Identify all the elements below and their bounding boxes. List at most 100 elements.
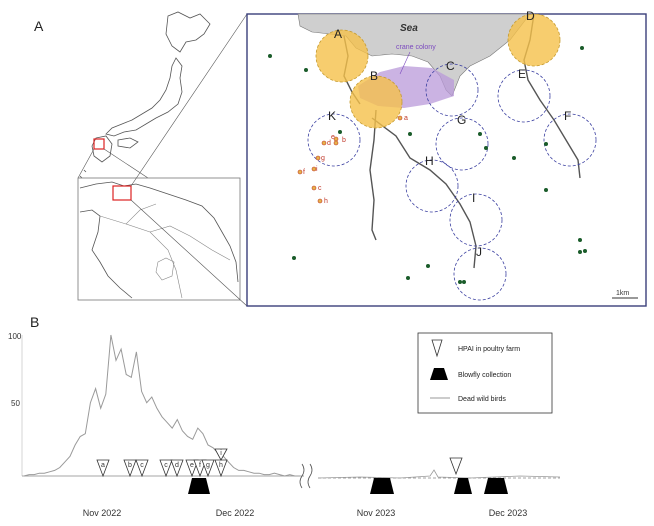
japan-honshu xyxy=(105,57,183,137)
hpai-triangle-label: g xyxy=(206,462,210,469)
hpai-triangle xyxy=(201,459,215,478)
river-2 xyxy=(369,109,377,241)
zone-b-circle xyxy=(349,75,403,129)
site-dot xyxy=(578,238,582,242)
chart-legend: HPAI in poultry farm Blowfly collection … xyxy=(417,332,553,414)
zoom-line-3 xyxy=(130,13,248,187)
site-dot xyxy=(580,46,584,50)
zone-letter-h: H xyxy=(425,154,434,168)
zoom-line-4 xyxy=(130,199,248,307)
hpai-triangle xyxy=(170,459,184,478)
farm-label-h: h xyxy=(324,198,328,205)
overview-highlight-box xyxy=(93,138,105,150)
farm-label-i: i xyxy=(316,166,318,173)
detail-map: Sea crane colony A B C D E F G H I J K xyxy=(246,9,647,307)
farm-marker xyxy=(297,169,303,175)
farm-label-a: a xyxy=(404,115,408,122)
hpai-triangles xyxy=(96,448,463,478)
zone-letter-i: I xyxy=(472,191,475,205)
zone-letter-a: A xyxy=(334,27,342,41)
zoom-line-1 xyxy=(103,148,149,179)
site-dot xyxy=(512,156,516,160)
legend-hpai-label: HPAI in poultry farm xyxy=(458,346,520,353)
x-label-nov-2022: Nov 2022 xyxy=(83,508,122,518)
hpai-triangle xyxy=(185,459,199,478)
crane-colony-pointer xyxy=(399,51,411,75)
inset-prefecture-lines xyxy=(99,203,231,299)
zone-letter-j: J xyxy=(476,245,482,259)
site-dot xyxy=(338,130,342,134)
hpai-triangle-label: i xyxy=(220,450,222,457)
site-dot xyxy=(544,142,548,146)
farm-marker xyxy=(321,140,327,146)
crane-colony-label: crane colony xyxy=(396,44,436,51)
site-dot xyxy=(544,188,548,192)
zone-letter-k: K xyxy=(328,109,336,123)
hpai-triangle xyxy=(449,457,463,476)
hpai-triangle xyxy=(159,459,173,478)
site-dot xyxy=(426,264,430,268)
hpai-triangle xyxy=(193,459,207,478)
site-dot xyxy=(484,146,488,150)
x-label-dec-2023: Dec 2023 xyxy=(489,508,528,518)
site-dot xyxy=(408,132,412,136)
site-dot xyxy=(268,54,272,58)
hpai-triangle-label: b xyxy=(128,462,132,469)
inset-highlight-box xyxy=(112,185,132,201)
dead-wild-birds-line xyxy=(23,334,300,477)
x-label-dec-2022: Dec 2022 xyxy=(216,508,255,518)
regional-inset-map xyxy=(77,177,241,301)
inset-coastline xyxy=(79,181,239,299)
zone-g-circle xyxy=(435,117,489,171)
hpai-triangle-label: d xyxy=(175,462,179,469)
site-dot xyxy=(292,256,296,260)
sea-label: Sea xyxy=(400,23,418,34)
blowfly-collection-marker xyxy=(370,478,394,494)
dead-wild-birds-line-2023 xyxy=(317,469,561,479)
site-dot xyxy=(458,280,462,284)
zone-letter-e: E xyxy=(518,67,526,81)
zone-h-circle xyxy=(405,159,459,213)
japan-okinawa-islands xyxy=(79,169,87,179)
site-dots xyxy=(268,46,587,284)
zone-c-circle xyxy=(425,63,479,117)
blowfly-collection-marker xyxy=(454,478,472,494)
hpai-triangle xyxy=(123,459,137,478)
farm-label-g: g xyxy=(321,155,325,162)
farm-label-b: b xyxy=(342,137,346,144)
farm-label-e: e xyxy=(331,134,335,141)
zone-j-circle xyxy=(453,247,507,301)
axis-break-mark xyxy=(299,463,313,489)
legend-blowfly-label: Blowfly collection xyxy=(458,372,511,379)
farm-label-d: d xyxy=(327,140,331,147)
japan-overview-map xyxy=(79,11,211,179)
hpai-triangle-label: c xyxy=(140,462,144,469)
hpai-triangle xyxy=(135,459,149,478)
y-tick-100: 100 xyxy=(8,332,22,341)
zone-letter-f: F xyxy=(564,109,571,123)
legend-dead-birds-label: Dead wild birds xyxy=(458,396,506,403)
site-dot xyxy=(406,276,410,280)
zone-e-circle xyxy=(497,69,551,123)
site-dot xyxy=(304,68,308,72)
zone-letter-g: G xyxy=(457,113,466,127)
japan-hokkaido xyxy=(165,11,211,53)
site-dot xyxy=(578,250,582,254)
japan-shikoku xyxy=(117,137,139,149)
zone-f-circle xyxy=(543,113,597,167)
farm-marker xyxy=(311,166,317,172)
chart-area: 100 50 a b c c d e f g xyxy=(8,332,561,518)
zone-d-circle xyxy=(507,13,561,67)
farm-marker xyxy=(315,155,321,161)
zoom-line-2 xyxy=(77,148,95,179)
site-dot xyxy=(462,280,466,284)
farm-label-c: c xyxy=(318,185,322,192)
hpai-triangle xyxy=(214,448,228,461)
zone-k-circle xyxy=(307,113,361,167)
legend-blowfly-icon xyxy=(430,368,448,380)
farm-marker xyxy=(311,185,317,191)
river-3 xyxy=(371,117,477,269)
site-dot xyxy=(478,132,482,136)
farm-marker xyxy=(397,115,403,121)
panel-a-label: A xyxy=(34,18,44,34)
